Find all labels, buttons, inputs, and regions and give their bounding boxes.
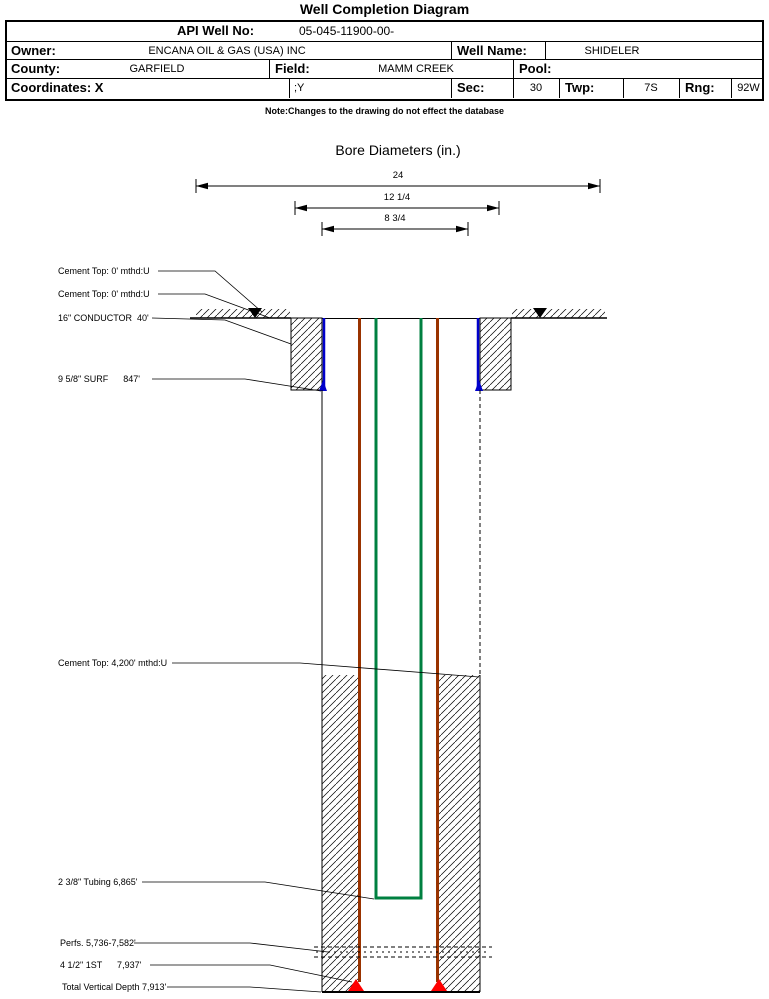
coordinates-y-label: ;Y xyxy=(294,82,305,94)
twp-value: 7S xyxy=(644,82,658,94)
sec-label: Sec: xyxy=(457,80,485,95)
conductor-casing xyxy=(290,317,512,391)
header-row-owner: Owner: ENCANA OIL & GAS (USA) INC Well N… xyxy=(7,42,762,60)
dimension-line-8-3-4 xyxy=(321,222,469,236)
perforations xyxy=(314,946,492,958)
bore-diameters-title: Bore Diameters (in.) xyxy=(335,142,461,158)
dimension-line-12-1-4 xyxy=(294,201,500,215)
label-tubing: 2 3/8" Tubing 6,865' xyxy=(58,877,138,887)
leader-lines xyxy=(134,270,480,993)
dimension-line-24 xyxy=(195,179,601,193)
pool-label: Pool: xyxy=(519,61,552,76)
label-cement-top-2: Cement Top: 0' mthd:U xyxy=(58,289,150,299)
field-label: Field: xyxy=(275,61,310,76)
header-row-coordinates: Coordinates: X ;Y Sec: 30 Twp: 7S Rng: 9… xyxy=(7,79,762,98)
label-total-vertical-depth: Total Vertical Depth 7,913' xyxy=(62,982,167,992)
coordinates-label: Coordinates: X xyxy=(11,80,104,95)
dim-label-12-1-4: 12 1/4 xyxy=(383,192,411,203)
owner-label: Owner: xyxy=(11,43,56,58)
dim-label-8-3-4: 8 3/4 xyxy=(384,213,406,224)
cell-divider xyxy=(731,79,732,98)
label-surface-casing: 9 5/8" SURF 847' xyxy=(58,374,140,384)
cell-divider xyxy=(513,60,514,78)
header-row-county: County: GARFIELD Field: MAMM CREEK Pool: xyxy=(7,60,762,79)
api-value: 05-045-11900-00- xyxy=(299,24,395,38)
dim-label-24: 24 xyxy=(392,170,404,181)
header-table: API Well No: 05-045-11900-00- Owner: ENC… xyxy=(5,20,764,101)
ground-surface xyxy=(190,308,607,319)
sec-value: 30 xyxy=(529,82,543,94)
well-name-label: Well Name: xyxy=(457,43,527,58)
label-conductor: 16" CONDUCTOR 40' xyxy=(58,313,149,323)
label-cement-top-1: Cement Top: 0' mthd:U xyxy=(58,266,150,276)
ground-marker-left xyxy=(248,308,262,318)
county-value: GARFIELD xyxy=(129,63,185,75)
label-first-casing: 4 1/2" 1ST 7,937' xyxy=(60,960,142,970)
production-casing xyxy=(358,318,439,982)
rng-label: Rng: xyxy=(685,80,715,95)
county-label: County: xyxy=(11,61,61,76)
cell-divider xyxy=(545,42,546,59)
cell-divider xyxy=(623,79,624,98)
tubing-string xyxy=(374,318,423,900)
ground-marker-right xyxy=(533,308,547,318)
database-note: Note:Changes to the drawing do not effec… xyxy=(264,106,505,116)
label-perfs: Perfs. 5,736-7,582' xyxy=(60,938,136,948)
label-cement-top-3: Cement Top: 4,200' mthd:U xyxy=(58,658,168,668)
page-title: Well Completion Diagram xyxy=(299,1,470,17)
owner-value: ENCANA OIL & GAS (USA) INC xyxy=(148,45,306,57)
casing-shoes xyxy=(348,979,447,991)
api-label: API Well No: xyxy=(177,23,255,38)
cell-divider xyxy=(513,79,514,98)
field-value: MAMM CREEK xyxy=(378,63,454,75)
well-name-value: SHIDELER xyxy=(584,45,640,57)
header-row-api: API Well No: 05-045-11900-00- xyxy=(7,22,762,42)
cell-divider xyxy=(559,79,560,98)
cell-divider xyxy=(269,60,270,78)
cell-divider xyxy=(451,42,452,59)
cell-divider xyxy=(679,79,680,98)
rng-value: 92W xyxy=(737,82,760,94)
twp-label: Twp: xyxy=(565,80,595,95)
cement-sheath xyxy=(322,675,480,992)
cell-divider xyxy=(451,79,452,98)
cell-divider xyxy=(289,79,290,98)
